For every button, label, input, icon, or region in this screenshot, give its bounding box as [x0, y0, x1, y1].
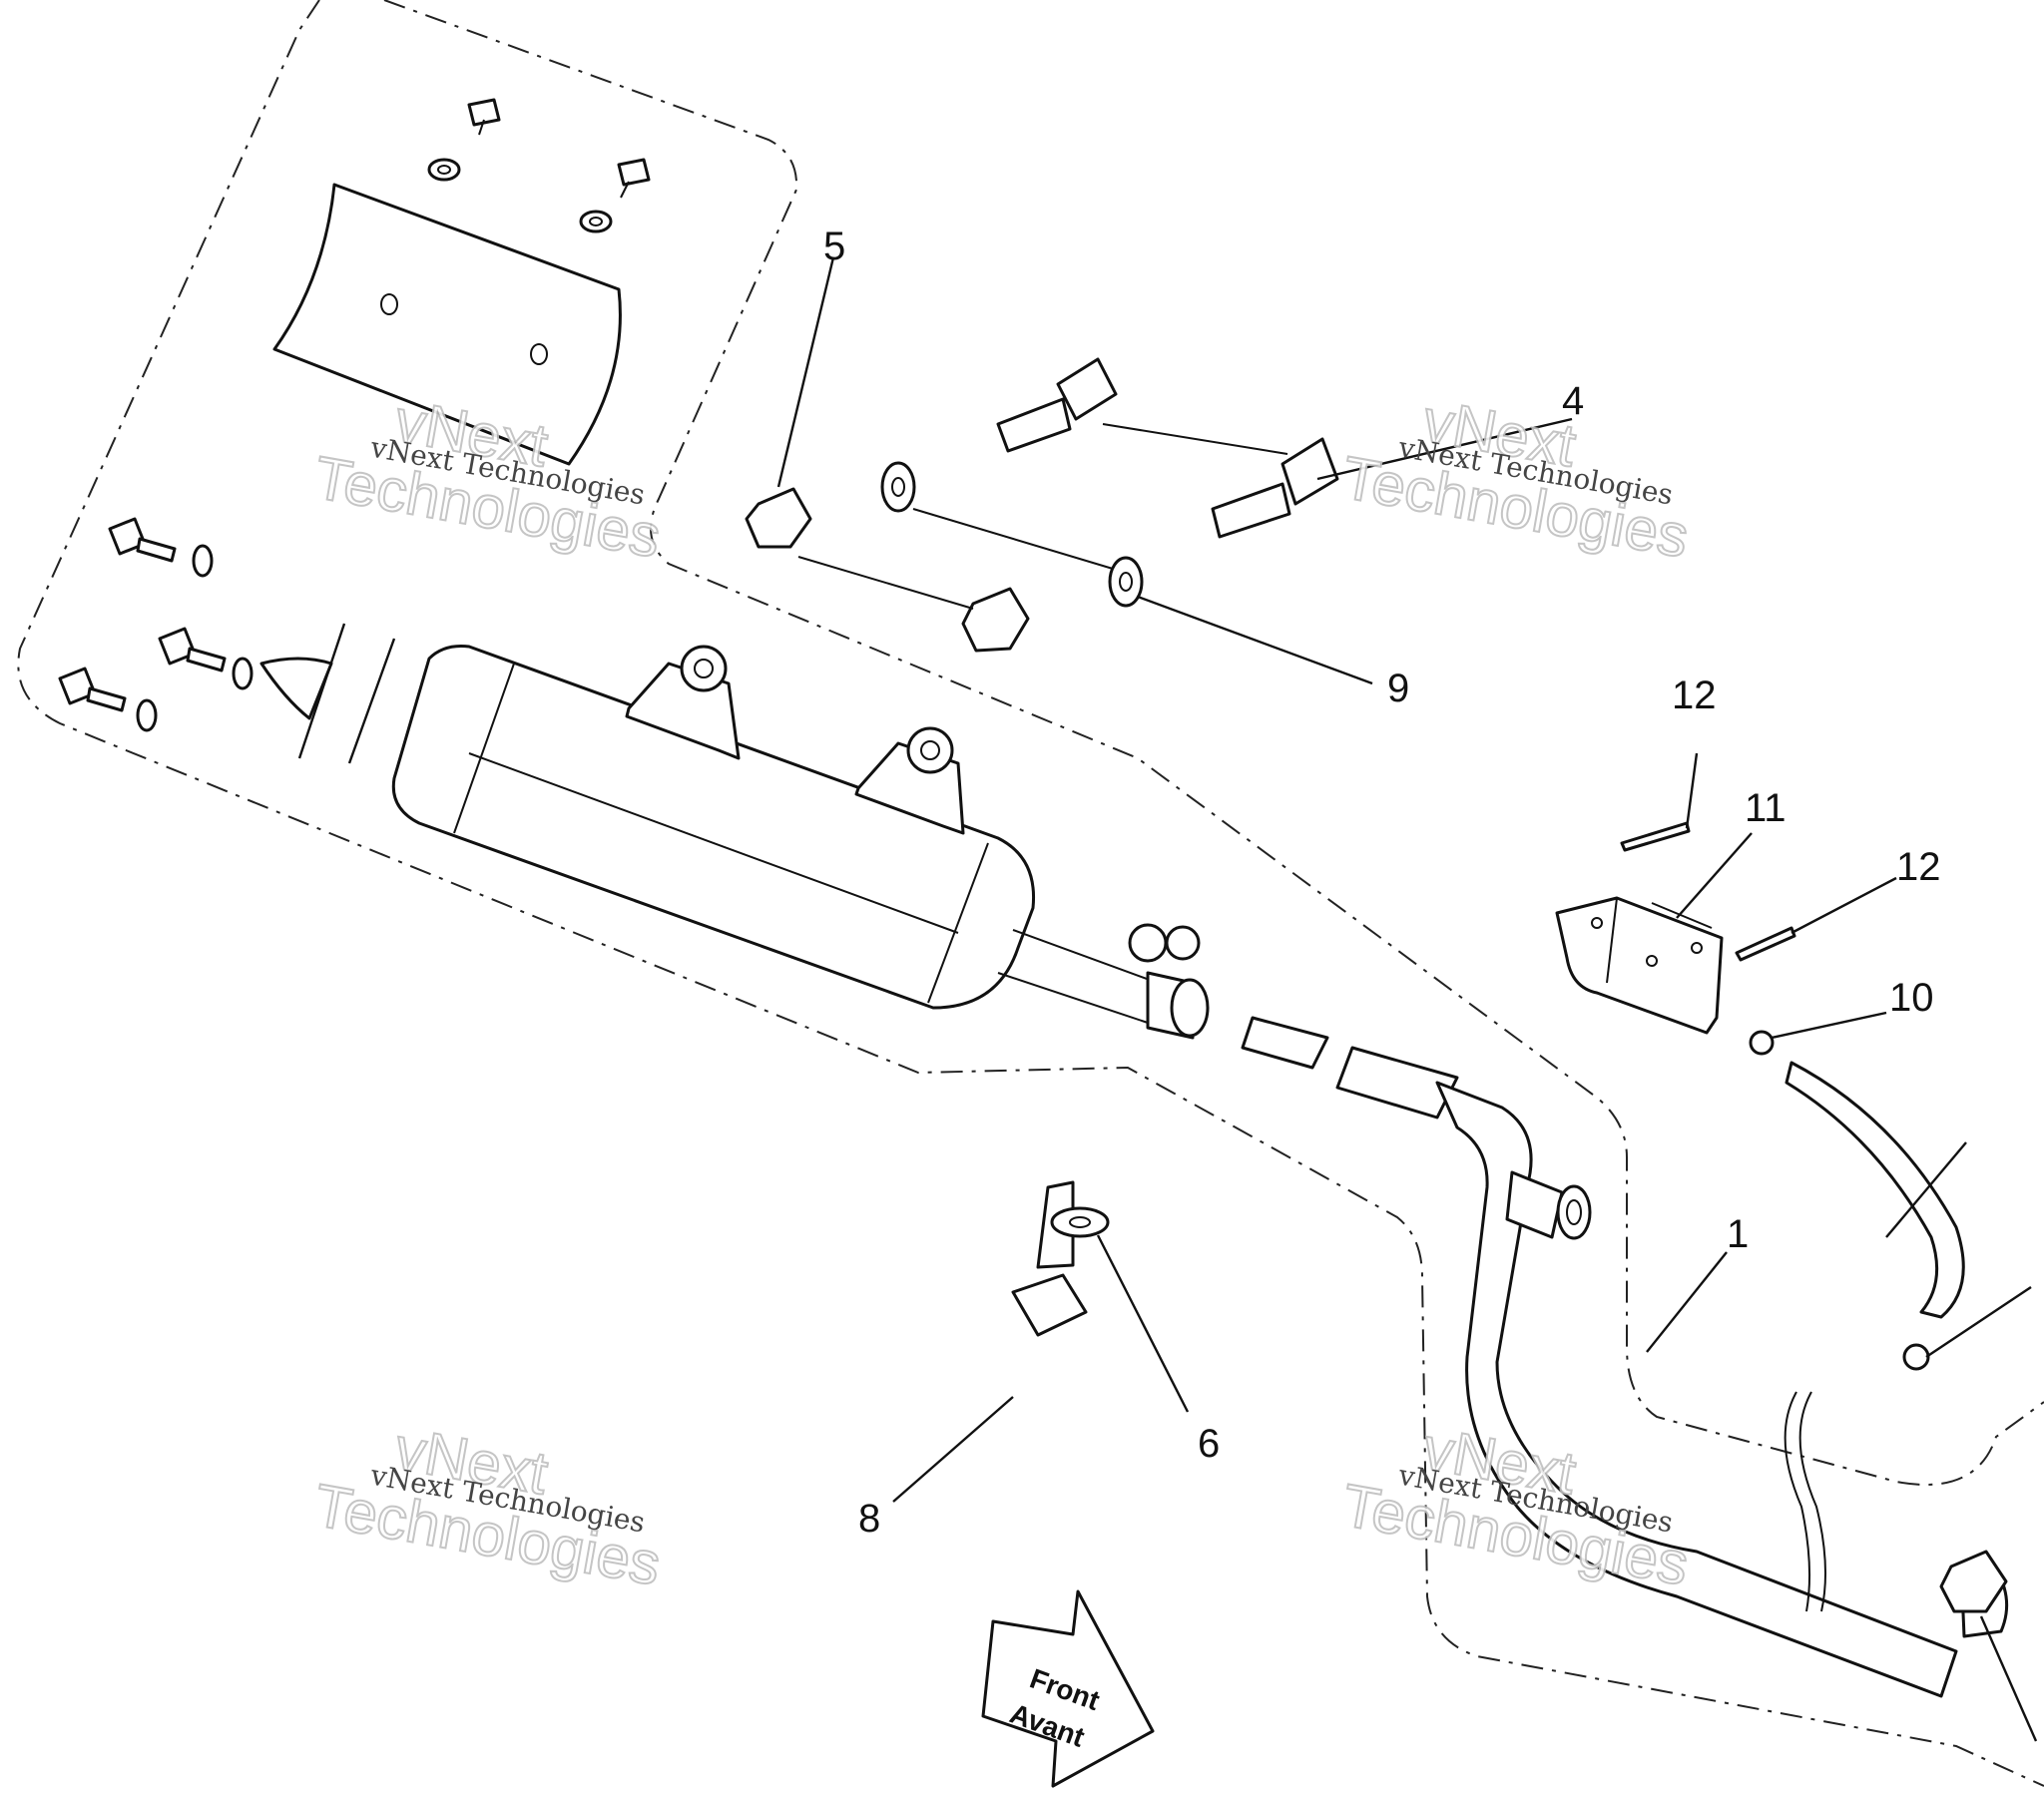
gasket-sleeve — [1241, 1016, 1329, 1070]
callout-12-top: 12 — [1672, 673, 1717, 717]
bolt-icon — [58, 517, 254, 732]
watermark: vNext Technologies vNext Technologies — [308, 386, 667, 572]
watermark: vNext Technologies vNext Technologies — [1336, 386, 1695, 572]
callout-9: 11 — [1745, 786, 1787, 830]
callout-4: 4 — [1562, 379, 1584, 423]
callout-8: 8 — [858, 1497, 880, 1541]
screw-icon — [427, 98, 651, 233]
screw-icon — [1620, 821, 1691, 852]
bolt-icon — [996, 357, 1339, 1337]
hose-clamp — [1902, 1343, 1930, 1371]
screw-icon — [1735, 926, 1796, 962]
callout-6: 6 — [1198, 1422, 1220, 1466]
callout-12-right: 12 — [1896, 845, 1941, 889]
gasket-sleeve — [1335, 1046, 1459, 1120]
callout-7: 9 — [1387, 667, 1409, 710]
muffler — [391, 645, 1210, 1040]
control-module — [1555, 896, 1724, 1035]
nut-icon — [745, 487, 2008, 1613]
spark-arrestor-segment — [259, 657, 333, 720]
callout-11: 10 — [1889, 976, 1934, 1020]
watermark: vNext Technologies vNext Technologies — [1336, 1414, 1695, 1599]
front-direction-arrow: Front Avant — [981, 1589, 1155, 1788]
washer-icon — [880, 461, 1144, 1238]
hose — [1785, 1061, 1965, 1319]
hose-clamp — [1749, 1030, 1775, 1056]
callout-5: 5 — [823, 224, 845, 268]
watermark: vNext Technologies vNext Technologies — [308, 1414, 667, 1599]
callout-1: 1 — [1727, 1212, 1749, 1256]
muffler-group-outline — [17, 0, 2044, 1787]
heat-shield-plate — [272, 183, 622, 466]
leader-lines — [776, 256, 2038, 1742]
heat-shield-outline — [383, 0, 2044, 1486]
